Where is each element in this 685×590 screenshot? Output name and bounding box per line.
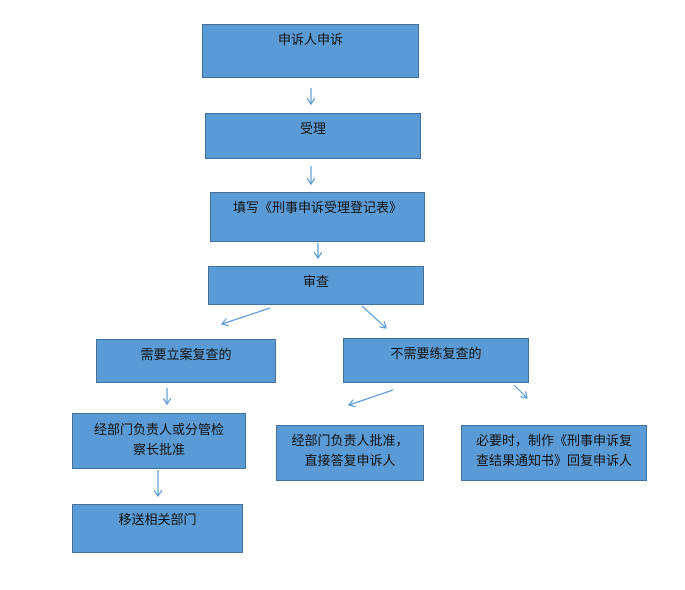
- arrow-review-to-needs-case: [222, 307, 271, 324]
- node-appeal-line-1: 申诉人申诉: [277, 33, 343, 48]
- node-needs-case-line-1: 需要立案复查的: [140, 348, 232, 363]
- node-notice-reply: 必要时，制作《刑事申诉复 查结果通知书》回复申诉人: [461, 425, 647, 481]
- node-dept-approval-check-line-1: 经部门负责人或分管检: [93, 423, 224, 438]
- node-accept: 受理: [205, 113, 421, 159]
- node-needs-case: 需要立案复查的: [96, 339, 276, 383]
- node-dept-approval-reply-line-2: 直接答复申诉人: [304, 454, 396, 469]
- node-notice-reply-line-2: 查结果通知书》回复申诉人: [475, 454, 632, 469]
- node-fill-form-line-1: 填写《刑事申诉受理登记表》: [232, 201, 402, 216]
- node-dept-approval-reply-line-1: 经部门负责人批准，: [291, 434, 409, 449]
- arrow-no-review-to-notice-reply: [513, 384, 527, 398]
- node-dept-approval-reply: 经部门负责人批准， 直接答复申诉人: [276, 425, 424, 481]
- node-appeal: 申诉人申诉: [202, 24, 419, 78]
- node-accept-line-1: 受理: [299, 122, 326, 137]
- node-review-line-1: 审查: [302, 275, 329, 290]
- node-dept-approval-check: 经部门负责人或分管检 察长批准: [72, 413, 246, 469]
- node-no-review-line-1: 不需要练复查的: [390, 347, 482, 362]
- arrow-no-review-to-dept-approval-reply: [349, 389, 394, 405]
- node-fill-form: 填写《刑事申诉受理登记表》: [210, 192, 425, 242]
- node-transfer: 移送相关部门: [72, 504, 243, 553]
- arrow-review-to-no-review: [361, 305, 386, 328]
- node-notice-reply-line-1: 必要时，制作《刑事申诉复: [475, 434, 632, 449]
- node-dept-approval-check-line-2: 察长批准: [132, 443, 185, 458]
- node-review: 审查: [208, 266, 424, 305]
- node-transfer-line-1: 移送相关部门: [118, 513, 197, 528]
- node-no-review: 不需要练复查的: [343, 338, 529, 383]
